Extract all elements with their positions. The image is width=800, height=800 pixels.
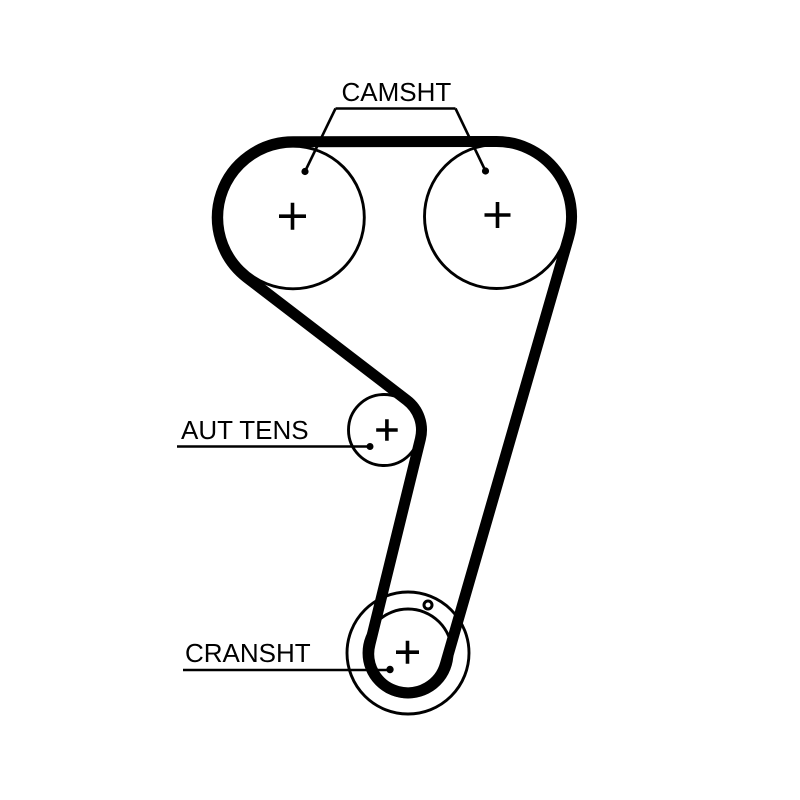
svg-text:CAMSHT: CAMSHT [342, 77, 452, 107]
svg-text:AUT TENS: AUT TENS [181, 415, 309, 445]
svg-text:CRANSHT: CRANSHT [185, 638, 311, 668]
